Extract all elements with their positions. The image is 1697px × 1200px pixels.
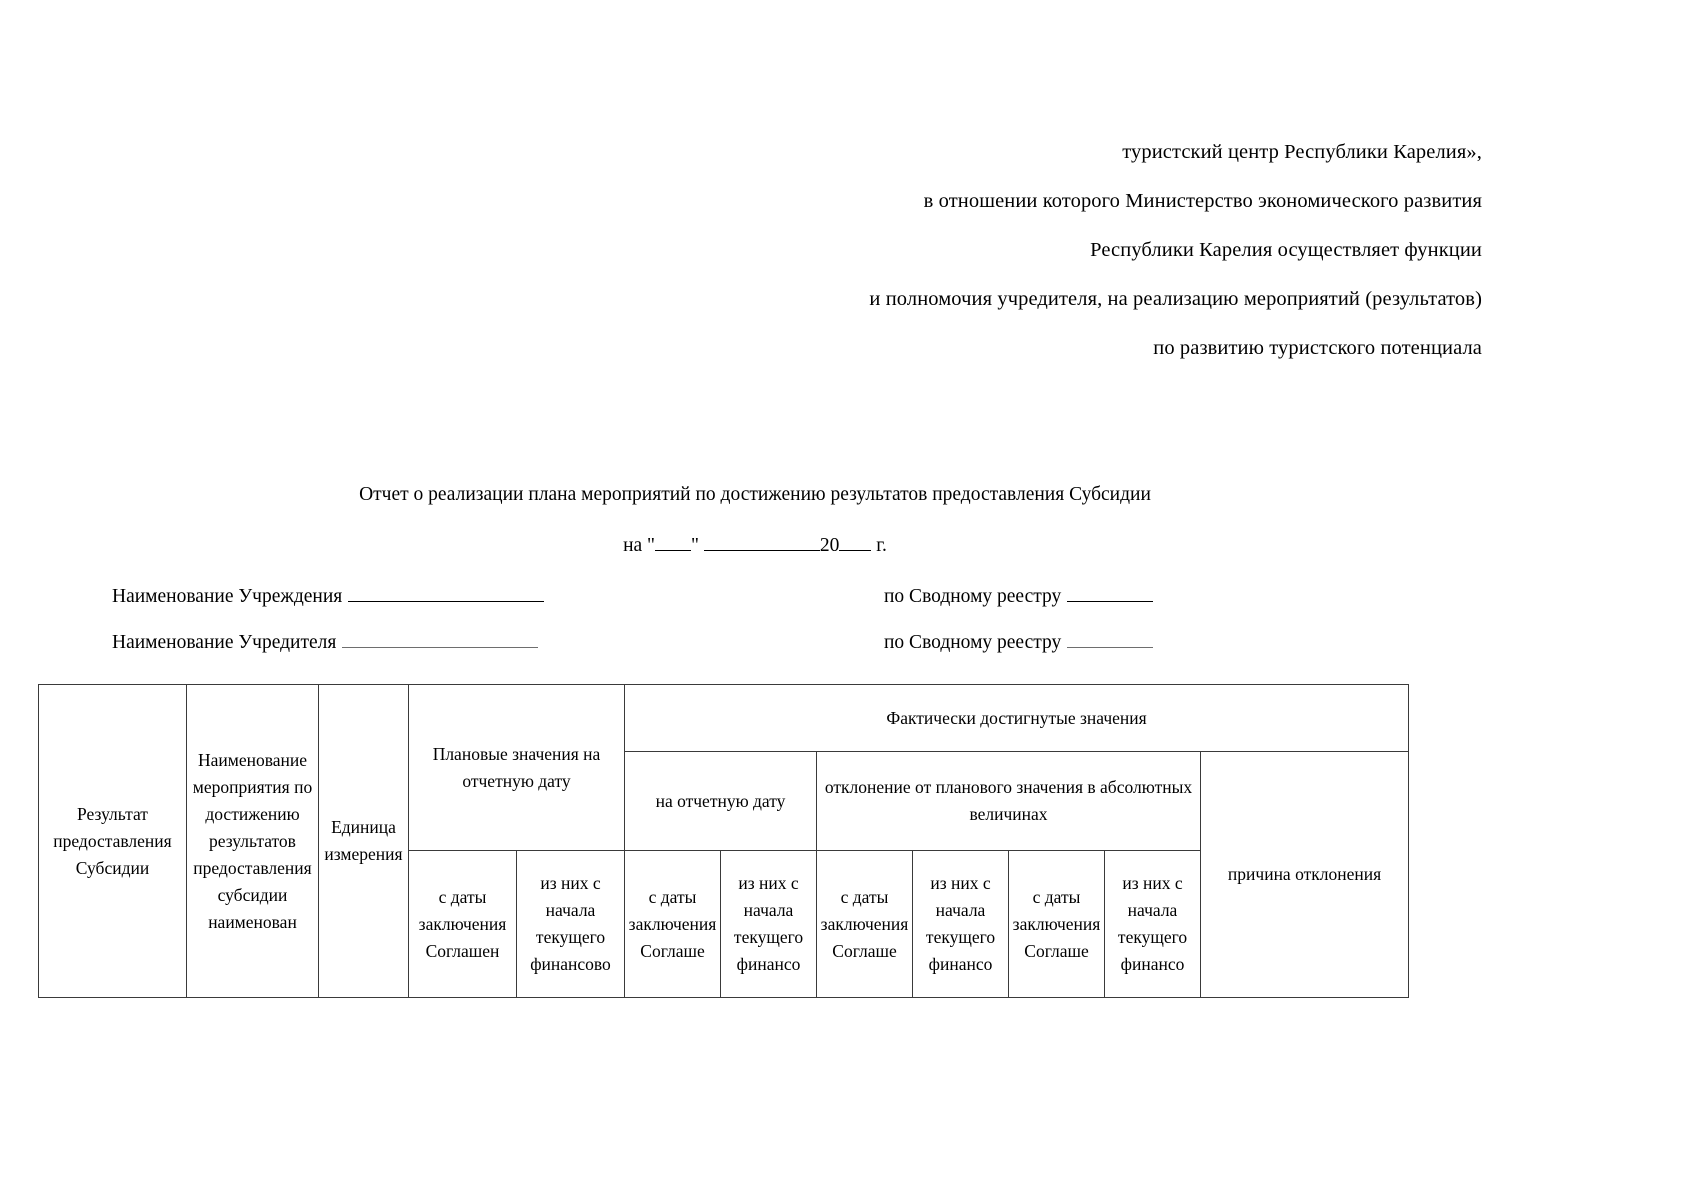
date-month-blank — [703, 550, 820, 551]
header-cell-fact-deviation: отклонение от планового значения в абсол… — [816, 751, 1201, 851]
header-cell-fact-from-fiscal-year: из них с начала текущего финансо — [720, 850, 817, 998]
header-cell-plan-values: Плановые значения на отчетную дату — [408, 684, 625, 851]
header-cell-plan-from-fiscal-year: из них с начала текущего финансово — [516, 850, 625, 998]
registry-input-blank-2[interactable] — [1067, 647, 1154, 648]
report-table: Результат предоставления Субсидии Наимен… — [38, 684, 1410, 998]
founder-row: Наименование Учредителя по Сводному реес… — [112, 632, 1397, 678]
header-cell-deviation1-from-contract-date: с даты заключения Соглаше — [816, 850, 913, 998]
date-prefix: на " — [623, 535, 656, 556]
founder-label: Наименование Учредителя — [112, 632, 337, 653]
header-block: туристский центр Республики Карелия», в … — [600, 128, 1482, 373]
institution-label: Наименование Учреждения — [112, 586, 343, 607]
header-cell-deviation2-from-fiscal-year: из них с начала текущего финансо — [1104, 850, 1201, 998]
header-line-3: Республики Карелия осуществляет функции — [1090, 239, 1482, 261]
table-header-row-3: с даты заключения Соглашен из них с нача… — [39, 850, 1409, 998]
header-cell-fact-from-contract-date: с даты заключения Соглаше — [624, 850, 721, 998]
header-cell-fact-report-date: на отчетную дату — [624, 751, 817, 851]
header-cell-result: Результат предоставления Субсидии — [38, 684, 187, 998]
table-header-row-1: Результат предоставления Субсидии Наимен… — [38, 684, 1410, 998]
page-title: Отчет о реализации плана мероприятий по … — [359, 484, 1151, 505]
header-cell-reason: причина отклонения — [1199, 751, 1410, 998]
header-line-1: туристский центр Республики Карелия», — [1122, 141, 1482, 163]
registry-input-blank-1[interactable] — [1067, 601, 1154, 602]
report-date-line: на " " 20 г. — [40, 521, 1470, 570]
registry-field-1: по Сводному реестру — [884, 586, 1154, 608]
header-cell-deviation1-from-fiscal-year: из них с начала текущего финансо — [912, 850, 1009, 998]
header-line-5: по развитию туристского потенциала — [1153, 337, 1482, 359]
header-cell-deviation2-from-contract-date: с даты заключения Соглаше — [1008, 850, 1105, 998]
registry-label-2: по Сводному реестру — [884, 632, 1062, 653]
header-cell-fact-values: Фактически достигнутые значения — [623, 684, 1410, 752]
header-cell-unit: Единица измерения — [318, 684, 409, 998]
header-cell-plan-from-contract-date: с даты заключения Соглашен — [408, 850, 517, 998]
report-table-wrapper: Результат предоставления Субсидии Наимен… — [38, 684, 1410, 998]
founder-field: Наименование Учредителя — [112, 632, 539, 654]
date-quote: " — [691, 535, 699, 556]
header-cell-measure: Наименование мероприятия по достижению р… — [186, 684, 319, 998]
header-line-2: в отношении которого Министерство эконом… — [923, 190, 1482, 212]
table-header-row-2: на отчетную дату отклонение от планового… — [39, 751, 1410, 998]
date-year-blank — [839, 550, 872, 551]
date-suffix: г. — [876, 535, 887, 556]
date-year: 20 — [819, 535, 840, 556]
title-block: Отчет о реализации плана мероприятий по … — [40, 470, 1470, 570]
registry-field-2: по Сводному реестру — [884, 632, 1154, 654]
identification-fields: Наименование Учреждения по Сводному реес… — [112, 586, 1397, 678]
institution-input-blank[interactable] — [348, 601, 545, 602]
institution-field: Наименование Учреждения — [112, 586, 545, 608]
header-line-4: и полномочия учредителя, на реализацию м… — [869, 288, 1482, 310]
institution-row: Наименование Учреждения по Сводному реес… — [112, 586, 1397, 632]
founder-input-blank[interactable] — [342, 647, 539, 648]
registry-label-1: по Сводному реестру — [884, 586, 1062, 607]
date-day-blank — [655, 550, 692, 551]
